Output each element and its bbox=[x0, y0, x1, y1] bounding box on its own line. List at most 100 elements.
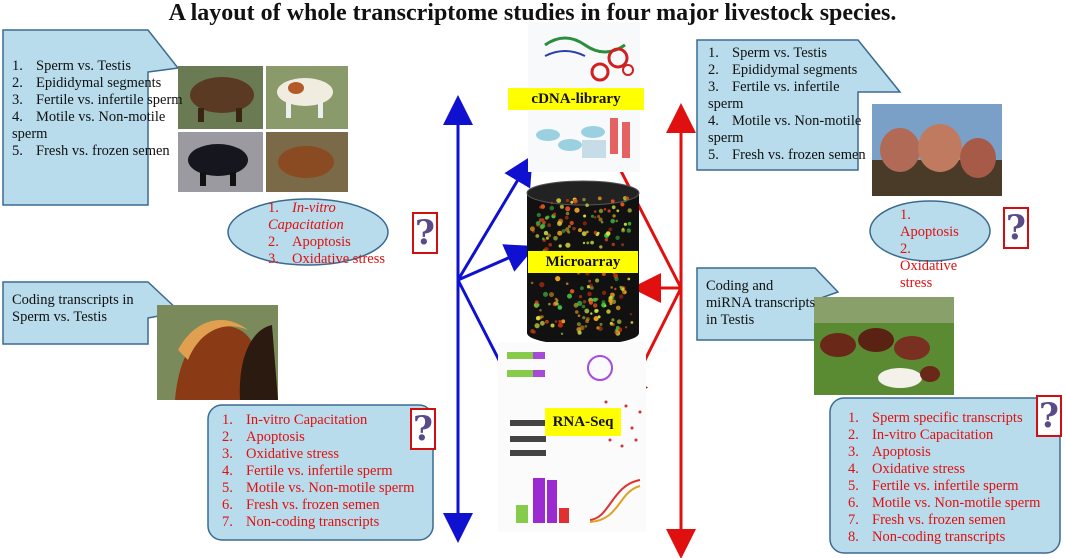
microarray-spot bbox=[560, 332, 564, 335]
microarray-spot bbox=[601, 272, 606, 276]
microarray-spot bbox=[582, 300, 587, 304]
microarray-spot bbox=[603, 208, 607, 211]
microarray-spot bbox=[597, 196, 602, 201]
microarray-spot bbox=[534, 323, 540, 329]
goat-gap-item: 8.Non-coding transcripts bbox=[848, 529, 1006, 545]
microarray-spot bbox=[565, 282, 569, 286]
cattle-study-item: 1.Sperm vs. Testis bbox=[12, 58, 131, 74]
pig-studies-callout bbox=[696, 39, 902, 171]
microarray-spot bbox=[572, 226, 576, 231]
microarray-spot bbox=[569, 289, 575, 294]
microarray-spot bbox=[610, 199, 615, 204]
microarray-spot bbox=[549, 205, 555, 211]
question-mark-icon: ? bbox=[412, 212, 438, 254]
microarray-spot bbox=[557, 230, 563, 236]
cattle-gap-item: 1.In-vitro Capacitation bbox=[268, 200, 344, 233]
microarray-spot bbox=[621, 228, 625, 233]
microarray-spot bbox=[561, 319, 566, 324]
microarray-spot bbox=[590, 214, 595, 218]
cattle-photo-bison-black bbox=[178, 132, 263, 192]
microarray-spot bbox=[610, 286, 613, 289]
microarray-spot bbox=[592, 297, 598, 302]
horse-gap-item: 7.Non-coding transcripts bbox=[222, 514, 380, 530]
pig-studies-list: 1.Sperm vs. Testis 2.Epididymal segments… bbox=[708, 45, 868, 164]
microarray-spot bbox=[615, 235, 620, 240]
pig-gaps-ellipse bbox=[869, 200, 991, 262]
microarray-spot bbox=[605, 231, 611, 236]
microarray-spot bbox=[606, 309, 611, 314]
microarray-spot bbox=[595, 278, 600, 283]
microarray-spot bbox=[558, 244, 562, 248]
microarray-spot bbox=[599, 322, 603, 326]
cattle-studies-callout bbox=[2, 29, 180, 206]
microarray-spot bbox=[573, 302, 579, 308]
microarray-spot bbox=[577, 300, 583, 306]
question-mark-icon: ? bbox=[1003, 207, 1029, 249]
microarray-spot bbox=[590, 312, 593, 315]
microarray-spot bbox=[545, 319, 549, 324]
microarray-spot bbox=[554, 320, 558, 323]
goat-gap-item: 2.In-vitro Capacitation bbox=[848, 427, 994, 443]
blue-arrow-to-cdna bbox=[456, 155, 533, 281]
microarray-spot bbox=[544, 247, 549, 252]
microarray-spot bbox=[543, 230, 549, 236]
microarray-spot bbox=[581, 231, 587, 237]
microarray-spot bbox=[599, 245, 603, 249]
microarray-spot bbox=[555, 276, 561, 282]
microarray-spot bbox=[581, 304, 586, 309]
goat-gaps-list: 1.Sperm specific transcripts 2.In-vitro … bbox=[848, 410, 1053, 546]
microarray-spot bbox=[610, 218, 615, 224]
microarray-spot bbox=[593, 210, 597, 213]
microarray-spot bbox=[554, 301, 559, 306]
microarray-spot bbox=[611, 318, 615, 322]
microarray-spot bbox=[619, 294, 624, 299]
microarray-spot bbox=[543, 291, 548, 297]
microarray-spot bbox=[539, 282, 545, 288]
microarray-spot bbox=[604, 304, 607, 308]
cattle-photo-bison-brown bbox=[178, 66, 263, 129]
microarray-spot bbox=[625, 196, 630, 201]
cattle-study-item: 3.Fertile vs. infertile sperm bbox=[12, 92, 183, 108]
microarray-spot bbox=[567, 293, 572, 299]
horse-gap-item: 3.Oxidative stress bbox=[222, 446, 340, 462]
microarray-spot bbox=[582, 241, 586, 245]
microarray-spot bbox=[585, 203, 589, 207]
microarray-spot bbox=[558, 320, 562, 323]
microarray-spot bbox=[612, 214, 616, 218]
cattle-photo-calf bbox=[266, 66, 348, 129]
microarray-spot bbox=[536, 212, 541, 218]
microarray-spot bbox=[607, 209, 611, 213]
microarray-label: Microarray bbox=[528, 251, 638, 273]
microarray-spot bbox=[597, 315, 601, 319]
microarray-spot bbox=[550, 323, 555, 328]
horse-gap-item: 1.In-vitro Capacitation bbox=[222, 412, 368, 428]
microarray-spot bbox=[542, 237, 545, 241]
microarray-spot bbox=[547, 233, 551, 238]
microarray-spot bbox=[582, 197, 586, 202]
figure-title: A layout of whole transcriptome studies … bbox=[168, 0, 897, 26]
microarray-spot bbox=[541, 221, 545, 225]
microarray-spot bbox=[619, 286, 625, 291]
horse-gaps-list: 1.In-vitro Capacitation 2.Apoptosis 3.Ox… bbox=[222, 412, 427, 531]
microarray-spot bbox=[598, 208, 604, 214]
microarray-spot bbox=[589, 283, 593, 288]
microarray-spot bbox=[565, 211, 570, 216]
pig-study-item: 2.Epididymal segments bbox=[708, 62, 858, 78]
microarray-spot bbox=[540, 315, 544, 319]
microarray-spot bbox=[565, 206, 571, 212]
horse-gaps-box bbox=[207, 404, 434, 541]
microarray-spot bbox=[623, 222, 628, 226]
microarray-spot bbox=[579, 325, 585, 331]
question-mark-icon: ? bbox=[410, 408, 436, 450]
microarray-spot bbox=[565, 227, 570, 232]
cdna-library-label: cDNA-library bbox=[508, 88, 644, 110]
goat-gap-item: 4.Oxidative stress bbox=[848, 461, 966, 477]
microarray-spot bbox=[614, 276, 619, 282]
goat-callout-label: Coding and miRNA transcripts in Testis bbox=[706, 278, 816, 328]
microarray-spot bbox=[578, 295, 583, 299]
microarray-spot bbox=[627, 221, 632, 226]
microarray-spot bbox=[598, 217, 603, 222]
horse-gap-item: 2.Apoptosis bbox=[222, 429, 305, 445]
microarray-spot bbox=[546, 215, 550, 219]
pig-gap-item: 1.Apoptosis bbox=[900, 207, 959, 240]
